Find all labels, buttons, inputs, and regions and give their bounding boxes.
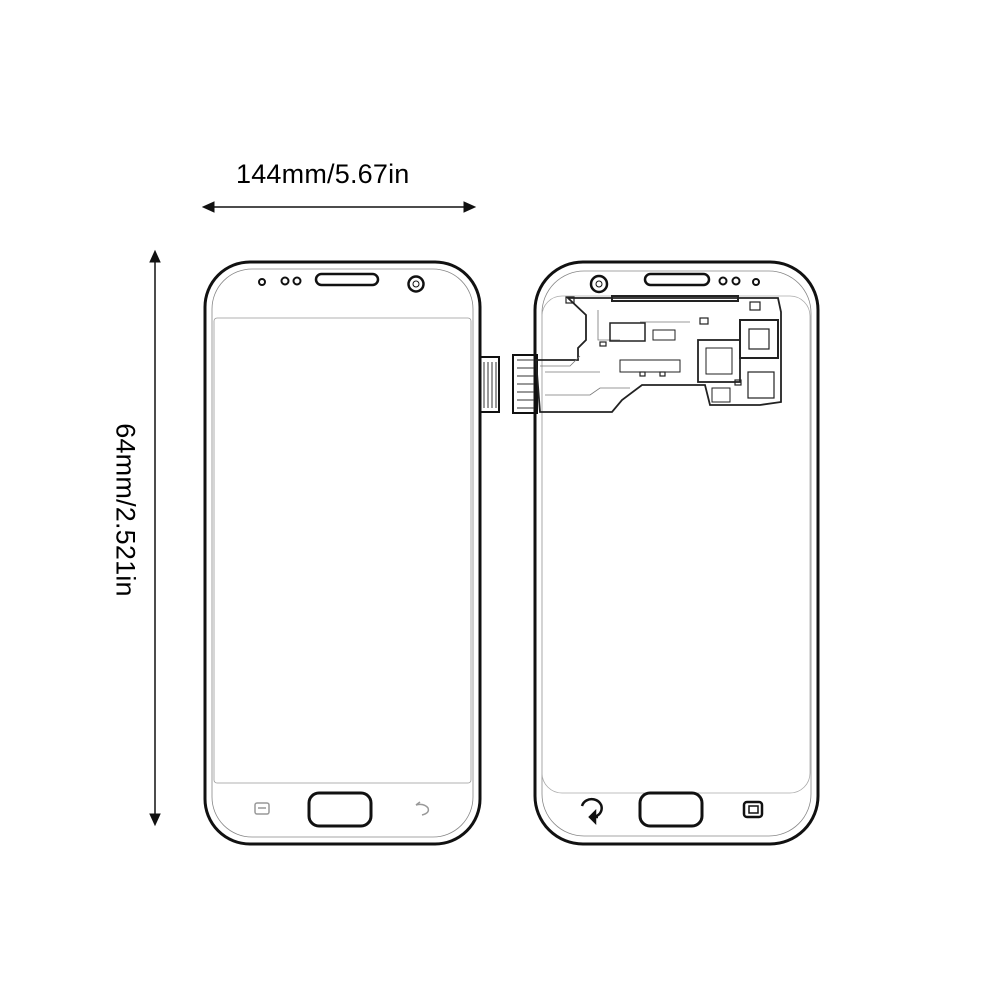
width-dimension-label: 144mm/5.67in [236, 159, 410, 189]
back-earpiece-speaker [643, 272, 711, 287]
back-camera-ring [589, 274, 609, 294]
front-sensor-dots [258, 276, 302, 286]
width-dimension-arrow [201, 201, 477, 213]
front-earpiece-speaker [314, 272, 380, 287]
back-sensor-dots [718, 276, 760, 286]
front-camera-icon [407, 275, 425, 293]
back-recent-apps-icon [742, 800, 764, 819]
height-dimension-arrow [149, 249, 161, 827]
flex-circuit-board [535, 295, 782, 413]
back-return-icon [580, 797, 603, 826]
front-recent-apps-icon [254, 802, 270, 815]
front-back-icon [415, 801, 430, 816]
front-view-phone [203, 260, 500, 846]
front-home-button [307, 791, 373, 828]
back-home-button [638, 791, 704, 828]
back-view-phone [512, 260, 820, 846]
